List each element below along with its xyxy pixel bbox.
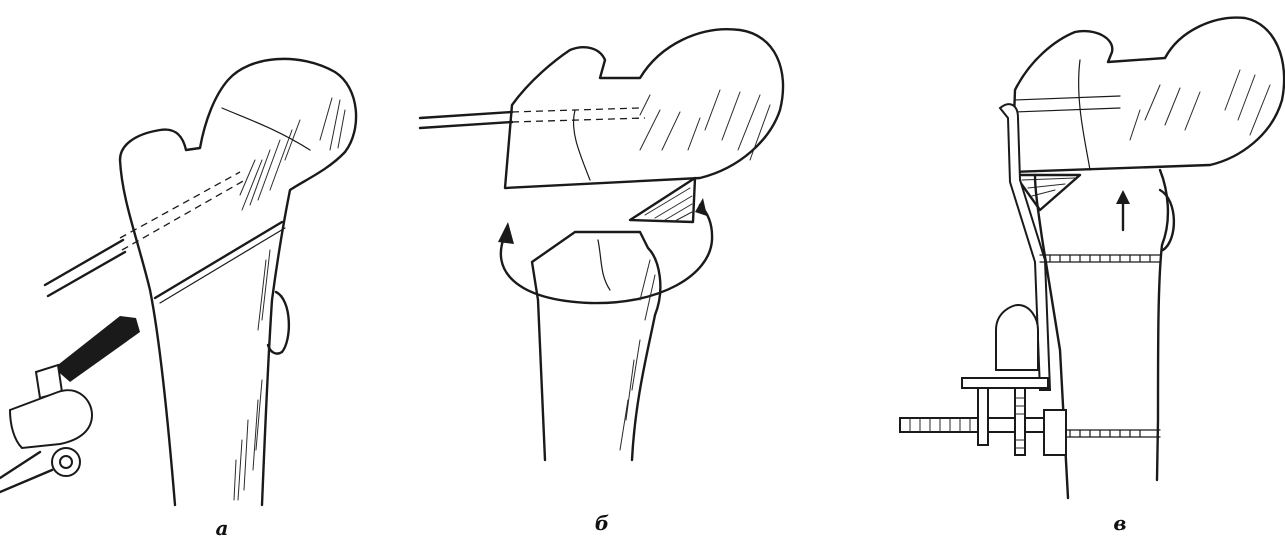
guide-wire-dashed-a — [120, 172, 240, 238]
guide-wire-dashed-v — [1015, 96, 1120, 112]
up-arrowhead-v — [1116, 190, 1130, 204]
distal-shading-b — [620, 260, 655, 450]
fracture-line-v — [1079, 60, 1090, 170]
guide-wire-a — [45, 240, 123, 285]
guide-wire-dashed-b — [512, 108, 640, 112]
proximal-fragment-shading-b — [640, 90, 770, 160]
drill-shaft-a — [0, 452, 52, 492]
rotation-arrowhead-left-b — [498, 222, 514, 244]
osteotomy-cut-line-a2 — [160, 228, 285, 303]
panel-a — [0, 59, 356, 505]
screw-top-v — [1040, 255, 1160, 262]
femur-outline-a — [120, 59, 356, 505]
proximal-shading-v — [1130, 70, 1270, 140]
guide-wire-b — [420, 112, 512, 118]
guide-wire-b2 — [420, 122, 512, 128]
proximal-fragment-v — [1012, 18, 1284, 172]
guide-wire-a2 — [48, 252, 125, 296]
panel-b — [420, 29, 783, 460]
drill-chuck-inner-a — [60, 456, 72, 468]
guide-wire-dashed-b2 — [512, 118, 645, 122]
distal-fragment-b — [532, 232, 660, 460]
panel-label-a: а — [216, 516, 229, 540]
rotation-arrowhead-right-b — [695, 198, 707, 216]
panel-v — [900, 18, 1284, 498]
distal-fracture-line-b — [598, 240, 610, 290]
femoral-head-shading-a — [240, 98, 345, 210]
clamp-post-left-v — [978, 388, 988, 445]
rotation-arrow-b — [501, 205, 712, 303]
panel-label-b: б — [595, 511, 609, 535]
clamp-block-v — [1044, 410, 1066, 455]
clamp-bar-upper-v — [962, 378, 1048, 388]
saw-drill-body-a — [10, 390, 92, 448]
guide-wire-dashed-a2 — [122, 180, 245, 250]
osteotome-blade-a — [54, 316, 140, 382]
screw-bottom-v — [1060, 430, 1160, 437]
proximal-fragment-b — [505, 29, 783, 188]
clamp-nut-v — [996, 305, 1038, 370]
panel-label-v: в — [1113, 511, 1126, 535]
